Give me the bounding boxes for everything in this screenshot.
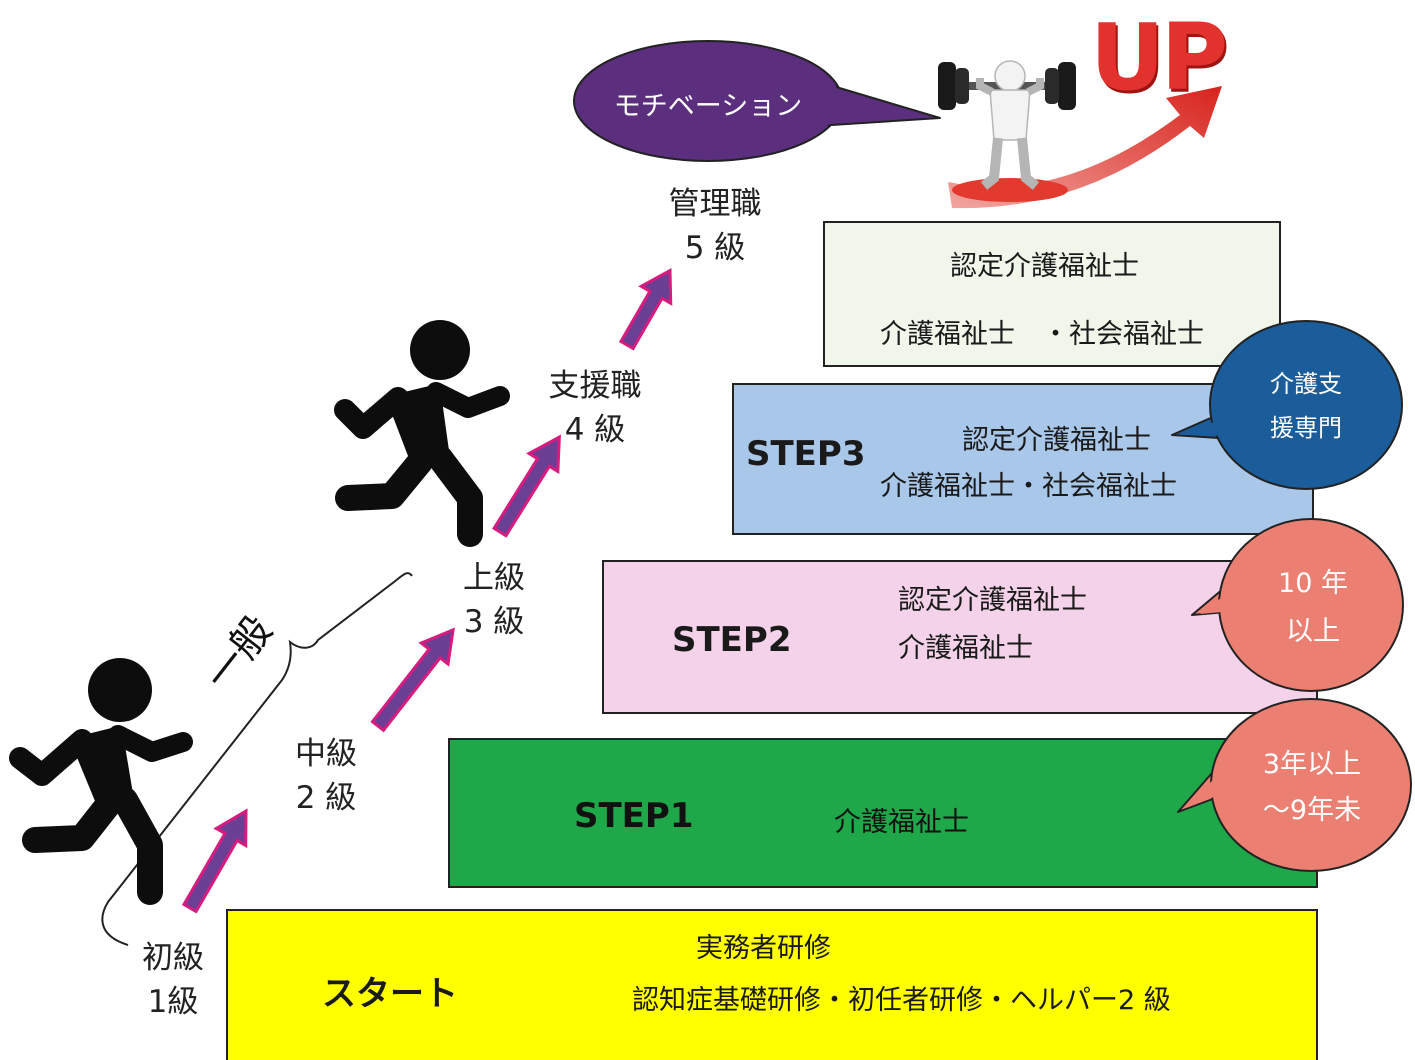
step1-bubble-line1: 3年以上 [1262, 749, 1362, 780]
step1-line1: 介護福祉士 [834, 807, 969, 838]
arrow-2-to-3 [370, 627, 455, 733]
level-support-name: 支援職 [548, 368, 642, 404]
step3-bubble-line1: 介護支 [1270, 370, 1342, 398]
arrow-4-to-5 [618, 268, 673, 351]
level-manager: 管理職 5 級 [650, 182, 780, 270]
level-intermediate-grade: 2 級 [295, 780, 357, 816]
step3-title: STEP3 [746, 434, 866, 474]
level-beginner: 初級 1級 [118, 936, 228, 1024]
step2-bubble-line2: 以上 [1286, 616, 1340, 647]
level-support-grade: 4 級 [564, 412, 626, 448]
step2-title: STEP2 [672, 620, 792, 660]
level-intermediate-name: 中級 [295, 736, 357, 772]
motivation-text: モチベーション [613, 91, 803, 122]
step1-title: STEP1 [574, 796, 694, 836]
step2-box [602, 560, 1318, 714]
top-box [823, 221, 1281, 367]
general-brace [101, 572, 413, 946]
level-advanced-name: 上級 [463, 560, 525, 596]
step1-bubble-line2: ～9年未 [1262, 795, 1362, 826]
arrow-1-to-2 [181, 808, 248, 914]
arrow-3-to-4 [491, 434, 561, 538]
runner-medium-icon [334, 320, 510, 547]
step2-line2: 介護福祉士 [898, 633, 1033, 664]
top-line1: 認定介護福祉士 [950, 251, 1139, 282]
step3-bubble-line2: 援専門 [1270, 414, 1342, 442]
step1-bubble [1177, 698, 1412, 872]
level-support: 支援職 4 級 [530, 364, 660, 452]
level-manager-grade: 5 級 [684, 230, 746, 266]
level-intermediate: 中級 2 級 [266, 732, 386, 820]
start-line1: 実務者研修 [696, 933, 831, 964]
start-line2: 認知症基礎研修・初任者研修・ヘルパー2 級 [632, 985, 1171, 1016]
level-advanced: 上級 3 級 [434, 556, 554, 644]
weightlifter-up-icon [938, 60, 1222, 209]
step3-bubble [1171, 320, 1403, 490]
step2-bubble [1191, 518, 1404, 692]
step1-bubble-text: 3年以上 ～9年未 [1242, 742, 1382, 834]
up-label: UP [1090, 4, 1228, 111]
step3-line2: 介護福祉士・社会福祉士 [880, 471, 1177, 502]
step2-bubble-line1: 10 年 [1278, 568, 1348, 599]
step1-box [448, 738, 1318, 888]
level-manager-name: 管理職 [668, 186, 762, 222]
level-beginner-grade: 1級 [147, 984, 199, 1020]
level-advanced-grade: 3 級 [463, 604, 525, 640]
step2-line1: 認定介護福祉士 [898, 585, 1087, 616]
motivation-bubble [573, 40, 941, 162]
step3-line1: 認定介護福祉士 [962, 425, 1151, 456]
start-title: スタート [322, 974, 458, 1014]
step3-bubble-text: 介護支 援専門 [1240, 362, 1372, 450]
level-beginner-name: 初級 [142, 940, 204, 976]
step2-bubble-text: 10 年 以上 [1248, 560, 1378, 656]
runner-large-icon [9, 658, 193, 905]
start-box [226, 909, 1318, 1060]
top-line2: 介護福祉士 ・社会福祉士 [880, 319, 1204, 350]
progress-arrows [181, 268, 673, 914]
